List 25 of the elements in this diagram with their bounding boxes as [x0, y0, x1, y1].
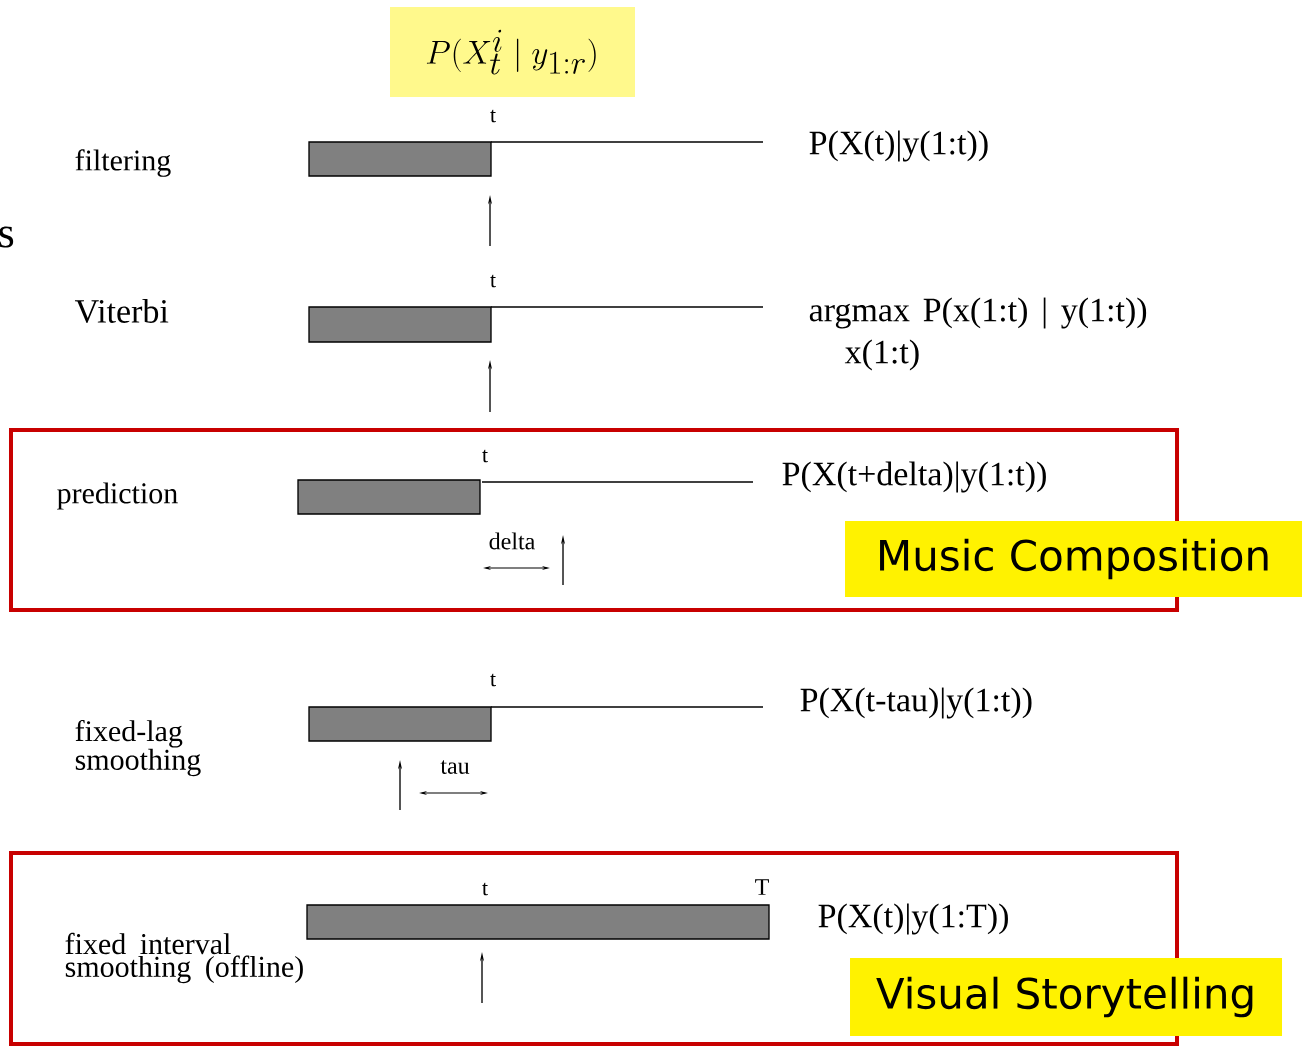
dimension-label: delta — [489, 532, 535, 550]
time-label: t — [482, 449, 488, 463]
time-label: t — [490, 109, 496, 123]
method-name: Viterbi — [75, 298, 169, 324]
formula-text: P(X(t)|y(1:t)) — [809, 130, 988, 162]
text-fragment: s — [0, 226, 14, 248]
formula-box: $P(X_t^i \mid y_{1:r})$ — [390, 7, 635, 97]
estimate-bar — [308, 141, 492, 177]
formula-text: x(1:t) — [844, 339, 919, 371]
method-name: fixed-lag smoothing — [75, 719, 201, 777]
formula-text: P(X(t+delta)|y(1:t)) — [782, 461, 1046, 493]
formula-text: P(X(t)|y(1:T)) — [818, 903, 1008, 935]
estimate-bar — [297, 479, 481, 515]
estimate-bar — [308, 706, 492, 742]
estimate-bar — [308, 306, 492, 343]
formula-text: argmax P(x(1:t) | y(1:t)) — [809, 297, 1147, 329]
method-name: prediction — [57, 482, 178, 510]
time-label: t — [490, 274, 496, 288]
method-name: fixed interval smoothing (offline) — [65, 932, 303, 984]
time-label: t — [490, 673, 496, 687]
method-name: filtering — [75, 149, 171, 177]
formula-text: P(X(t-tau)|y(1:t)) — [800, 687, 1032, 719]
estimate-bar — [306, 904, 770, 940]
highlight-label: Music Composition — [845, 521, 1302, 597]
highlight-label: Visual Storytelling — [850, 958, 1282, 1036]
